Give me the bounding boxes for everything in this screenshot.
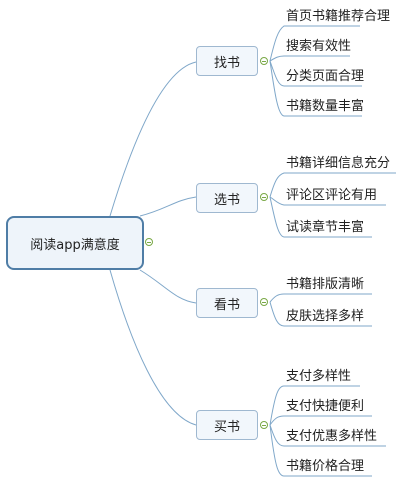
root-node[interactable]: 阅读app满意度	[6, 216, 144, 270]
branch-label: 看书	[213, 297, 240, 313]
root-collapse-icon[interactable]	[145, 238, 153, 246]
root-label: 阅读app满意度	[30, 237, 120, 253]
leaf-node[interactable]: 评论区评论有用	[286, 188, 378, 203]
branch-label: 找书	[213, 55, 240, 71]
connector-root-kanshu	[139, 269, 197, 304]
leaf-node[interactable]: 搜索有效性	[286, 39, 352, 54]
branch-maishu-collapse-icon[interactable]	[260, 421, 268, 429]
connector-root-maishu	[109, 269, 197, 426]
leaf-node[interactable]: 书籍排版清晰	[286, 277, 365, 292]
leaf-node[interactable]: 皮肤选择多样	[286, 309, 365, 324]
leaf-node[interactable]: 分类页面合理	[286, 69, 365, 84]
branch-node-zhaoshu[interactable]: 找书	[196, 46, 258, 76]
branch-label: 选书	[213, 192, 240, 208]
branch-xuanshu-connectors	[269, 172, 396, 238]
branch-zhaoshu-connectors	[269, 25, 362, 117]
leaf-node[interactable]: 书籍价格合理	[286, 459, 365, 474]
branch-xuanshu-collapse-icon[interactable]	[260, 193, 268, 201]
branch-maishu-connectors	[269, 385, 386, 477]
branch-label: 买书	[213, 419, 240, 435]
branch-kanshu-connectors	[269, 293, 372, 327]
connector-root-xuanshu	[139, 196, 197, 217]
branch-kanshu-collapse-icon[interactable]	[260, 298, 268, 306]
leaf-node[interactable]: 书籍详细信息充分	[286, 156, 391, 171]
leaf-node[interactable]: 试读章节丰富	[286, 220, 365, 235]
leaf-node[interactable]: 书籍数量丰富	[286, 99, 365, 114]
leaf-node[interactable]: 支付优惠多样性	[286, 429, 378, 444]
branch-node-maishu[interactable]: 买书	[196, 410, 258, 440]
leaf-node[interactable]: 支付多样性	[286, 369, 352, 384]
branch-node-xuanshu[interactable]: 选书	[196, 183, 258, 213]
leaf-node[interactable]: 首页书籍推荐合理	[286, 9, 391, 24]
leaf-node[interactable]: 支付快捷便利	[286, 399, 365, 414]
branch-zhaoshu-collapse-icon[interactable]	[260, 57, 268, 65]
branch-node-kanshu[interactable]: 看书	[196, 288, 258, 318]
connector-root-zhaoshu	[109, 61, 197, 217]
